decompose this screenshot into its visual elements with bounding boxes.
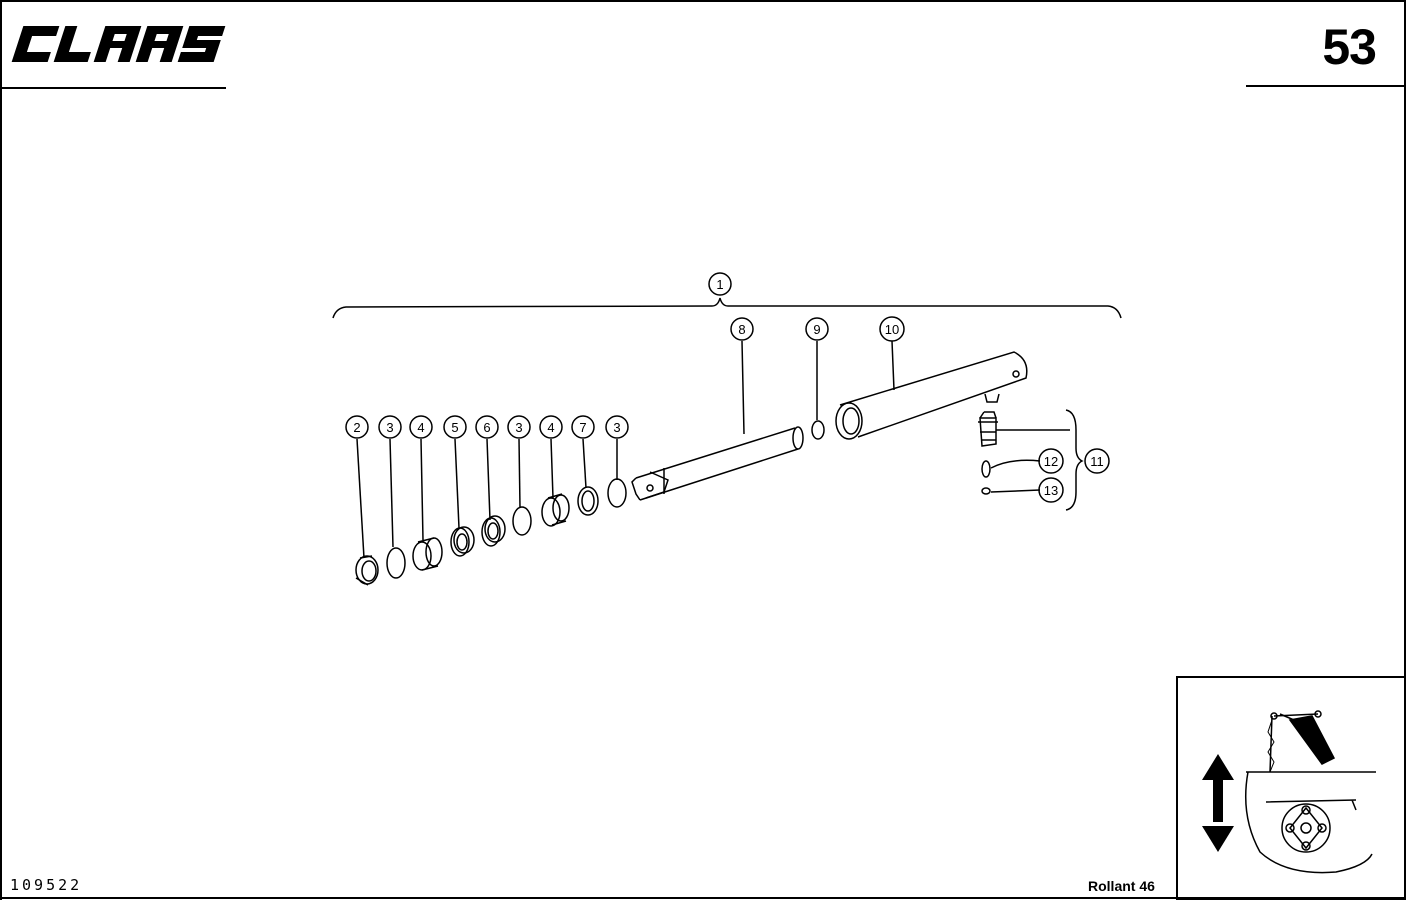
callout-7 — [571, 415, 595, 439]
part-3-ring-a — [386, 547, 406, 579]
up-down-arrow-icon — [1202, 754, 1234, 852]
callout-4a — [409, 415, 433, 439]
callout-3a — [378, 415, 402, 439]
part-3-ring-c — [607, 478, 627, 508]
callout-13 — [1038, 477, 1064, 503]
callout-10 — [879, 316, 905, 342]
callout-3c — [605, 415, 629, 439]
callout-8 — [730, 317, 754, 341]
callout-7-label: 7 — [579, 420, 586, 435]
hydraulic-cylinder-icon — [1279, 713, 1336, 765]
callout-9 — [805, 317, 829, 341]
page-number: 53 — [1322, 19, 1377, 75]
part-6-wiper — [481, 515, 506, 547]
callout-10-label: 10 — [885, 322, 899, 337]
callout-5 — [443, 415, 467, 439]
callout-3b-label: 3 — [515, 420, 522, 435]
callout-2 — [345, 415, 369, 439]
part-5-guide — [450, 526, 475, 557]
part-2-seal — [355, 555, 379, 586]
part-7-ring — [577, 486, 599, 516]
callout-9-label: 9 — [813, 322, 820, 337]
model-label: Rollant 46 — [1088, 878, 1155, 894]
drawing-number: 109522 — [10, 876, 83, 894]
callout-12-label: 12 — [1044, 454, 1058, 469]
callout-3b — [507, 415, 531, 439]
part-11-fitting — [978, 411, 998, 447]
part-4-bushing-b — [541, 493, 570, 527]
part-8-piston-rod — [631, 426, 804, 501]
callout-3c-label: 3 — [613, 420, 620, 435]
part-4-bushing-a — [412, 537, 443, 571]
callout-12 — [1038, 448, 1064, 474]
part-10-cylinder-tube — [835, 351, 1028, 440]
claas-logo — [11, 26, 226, 62]
location-inset — [1176, 676, 1406, 900]
callout-8-label: 8 — [738, 322, 745, 337]
callout-5-label: 5 — [451, 420, 458, 435]
callout-4a-label: 4 — [417, 420, 424, 435]
part-12-seal-ring — [981, 460, 991, 478]
assembly-bracket — [332, 297, 1122, 319]
callout-11-label: 11 — [1090, 454, 1104, 469]
part-9-circlip — [811, 420, 825, 440]
part-13-ball — [981, 487, 991, 495]
svg-text:1: 1 — [716, 277, 723, 292]
callout-3a-label: 3 — [386, 420, 393, 435]
callout-6-label: 6 — [483, 420, 490, 435]
callout-2-label: 2 — [353, 420, 360, 435]
callout-4b-label: 4 — [547, 420, 554, 435]
callout-6 — [475, 415, 499, 439]
callout-1: 1 — [708, 272, 732, 296]
callout-4b — [539, 415, 563, 439]
part-3-ring-b — [512, 506, 532, 536]
callout-13-label: 13 — [1044, 483, 1058, 498]
callout-11 — [1084, 448, 1110, 474]
